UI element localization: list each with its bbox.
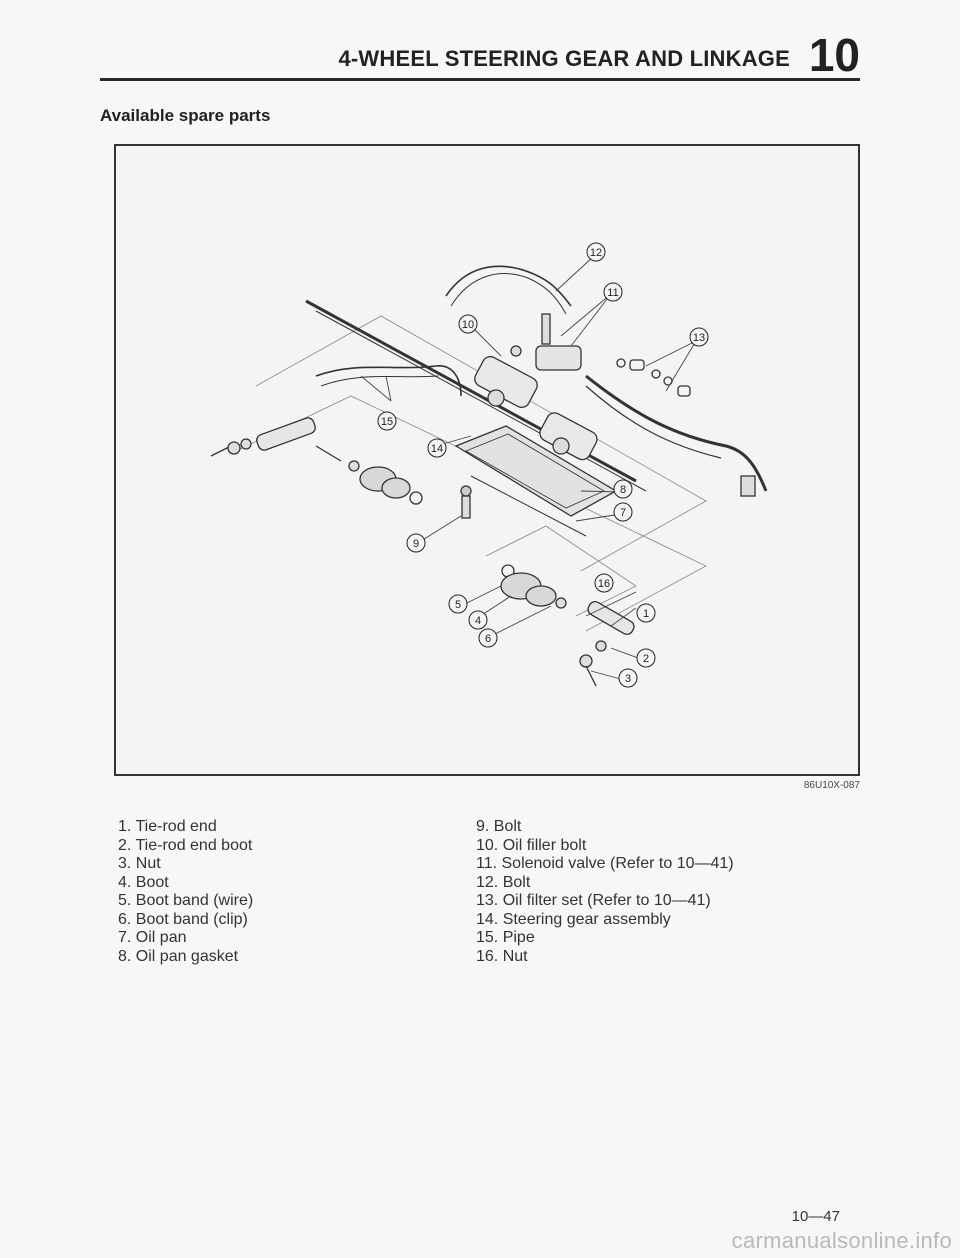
callout-circle-4 [468, 610, 488, 630]
legend-item: 6. Boot band (clip) [118, 910, 248, 928]
figure-code: 86U10X-087 [803, 780, 860, 791]
solenoid-valve [535, 345, 582, 371]
callout-circle-6 [478, 628, 498, 648]
callout-label-3: 3 [625, 673, 631, 685]
callout-label-5: 5 [455, 599, 461, 611]
callout-circle-8 [613, 479, 633, 499]
pipe-lower [315, 365, 462, 397]
callout-circle-2 [636, 648, 656, 668]
legend-item: 15. Pipe [476, 929, 535, 946]
rack-tube-lower [315, 310, 647, 492]
callout-circle-10 [458, 314, 478, 334]
callout-label-10: 10 [462, 319, 474, 331]
watermark: carmanualsonline.info [731, 1228, 952, 1253]
callout-label-16: 16 [598, 578, 610, 590]
callout-circle-1 [636, 603, 656, 623]
legend-item: 10. Oil filler bolt [476, 836, 587, 854]
legend-item: 16. Nut [476, 947, 528, 965]
legend-item: 9. Bolt [476, 818, 522, 835]
gear-mount-right [552, 437, 570, 455]
legend-item: 7. Oil pan [118, 929, 187, 946]
callout-label-15: 15 [381, 416, 393, 428]
legend-item: 5. Boot band (wire) [118, 892, 254, 909]
legend-item: 13. Oil filter set (Refer to 10—41) [476, 892, 711, 909]
callout-label-9: 9 [413, 538, 419, 550]
callout-label-6: 6 [485, 633, 491, 645]
parts-legend-left: 1. Tie-rod end 2. Tie-rod end boot 3. Nu… [118, 818, 253, 966]
callout-label-7: 7 [620, 507, 626, 519]
page-header: 4-WHEEL STEERING GEAR AND LINKAGE 10 [100, 28, 860, 81]
callout-label-14: 14 [431, 443, 443, 455]
legend-item: 2. Tie-rod end boot [118, 836, 253, 854]
callout-circle-5 [448, 594, 468, 614]
legend-item: 3. Nut [118, 855, 161, 872]
section-subtitle: Available spare parts [100, 106, 271, 125]
oil-pan-gasket [465, 433, 605, 509]
parts-legend-right: 9. Bolt 10. Oil filler bolt 11. Solenoid… [476, 818, 734, 966]
chapter-title: 4-WHEEL STEERING GEAR AND LINKAGE [338, 46, 790, 71]
guide-line-boot [485, 525, 637, 617]
legend-item: 8. Oil pan gasket [118, 947, 239, 965]
oil-filter-set [616, 358, 691, 397]
wire-harness [585, 374, 768, 492]
callout-circle-14 [427, 438, 447, 458]
pipe-upper [445, 265, 572, 307]
callout-circle-15 [377, 411, 397, 431]
legend-item: 11. Solenoid valve (Refer to 10—41) [476, 855, 734, 872]
right-boot [500, 564, 567, 609]
page-number: 10—47 [791, 1208, 840, 1225]
callout-circle-7 [613, 502, 633, 522]
callout-label-2: 2 [643, 653, 649, 665]
legend-item: 4. Boot [118, 873, 169, 891]
callout-circle-12 [586, 242, 606, 262]
legend-item: 1. Tie-rod end [118, 818, 217, 835]
legend-item: 12. Bolt [476, 873, 531, 891]
callout-label-8: 8 [620, 484, 626, 496]
callout-circle-16 [594, 573, 614, 593]
callout-label-12: 12 [590, 247, 602, 259]
callout-circle-11 [603, 282, 623, 302]
left-boot [359, 466, 423, 505]
callout-label-1: 1 [643, 608, 649, 620]
callout-label-4: 4 [475, 615, 481, 627]
legend-item: 14. Steering gear assembly [476, 910, 671, 928]
callout-circle-9 [406, 533, 426, 553]
callout-circle-3 [618, 668, 638, 688]
gear-mount-left [487, 389, 505, 407]
callout-circle-13 [689, 327, 709, 347]
left-tie-rod-end [210, 417, 360, 472]
chapter-number: 10 [808, 29, 860, 81]
bolt-9 [460, 485, 472, 519]
callout-label-11: 11 [607, 287, 618, 299]
callout-label-13: 13 [693, 332, 705, 344]
